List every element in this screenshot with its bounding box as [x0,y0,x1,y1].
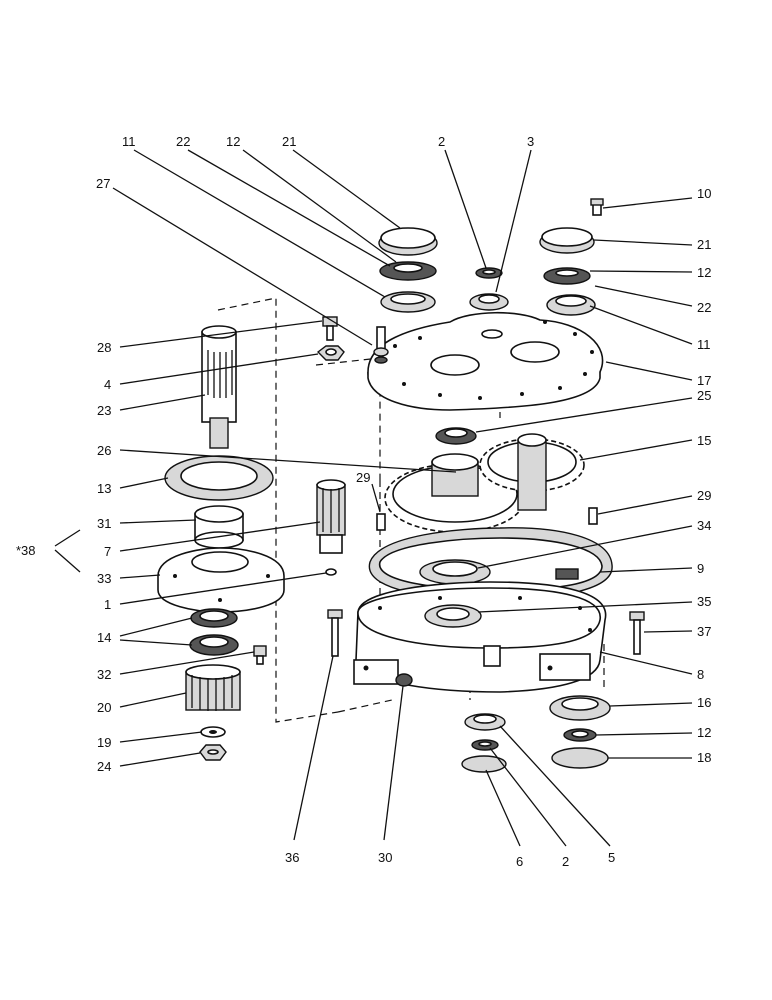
label-37: 37 [697,624,711,639]
label-3: 3 [527,134,534,149]
bearing-16 [549,695,611,721]
label-26: 26 [97,443,111,458]
breather-plug-30 [395,673,413,687]
gasket-13 [164,455,274,501]
bolt-36 [327,609,343,657]
label-15: 15 [697,433,711,448]
label-12-bottom: 12 [697,725,711,740]
screw-32 [253,645,267,665]
shaft-23 [201,325,237,449]
bearing-11-right [546,294,596,316]
label-34: 34 [697,518,711,533]
bearing-11-left [380,291,436,313]
label-22-right: 22 [697,300,711,315]
seal-cap-21-right [539,227,595,254]
bearing-5 [464,713,506,731]
label-8: 8 [697,667,704,682]
label-11-right: 11 [697,337,711,352]
label-7: 7 [104,544,111,559]
gear-15 [479,433,585,511]
label-16: 16 [697,695,711,710]
nut-4 [316,345,345,361]
bolt-28 [322,316,338,341]
bolt-27 [373,326,389,364]
label-32: 32 [97,667,111,682]
label-21-right: 21 [697,237,711,252]
pinion-gear-20 [185,664,241,711]
label-24: 24 [97,759,111,774]
label-27: 27 [96,176,110,191]
label-36: 36 [285,850,299,865]
dowel-29-left [376,513,386,531]
label-1: 1 [104,597,111,612]
washer-19 [200,726,226,738]
label-35: 35 [697,594,711,609]
label-21-top: 21 [282,134,296,149]
label-18: 18 [697,750,711,765]
label-31: 31 [97,516,111,531]
label-5: 5 [608,850,615,865]
label-12-top: 12 [226,134,240,149]
bolt-37 [629,611,645,655]
label-14: 14 [97,630,111,645]
label-19: 19 [97,735,111,750]
label-29-right: 29 [697,488,711,503]
label-17: 17 [697,373,711,388]
seal-cap-21-left [378,227,438,256]
label-38: *38 [16,543,36,558]
seal-25 [435,427,477,445]
label-29-left: 29 [356,470,370,485]
cover-plate-17 [367,311,604,411]
label-13: 13 [97,481,111,496]
label-33: 33 [97,571,111,586]
nut-24 [199,744,227,761]
label-12-right: 12 [697,265,711,280]
retainer-ring-12-left [379,261,437,281]
cap-screw-10 [590,198,604,216]
label-2-bottom: 2 [562,854,569,869]
snap-ring-2-bottom [471,739,499,751]
label-23: 23 [97,403,111,418]
o-ring-1 [325,568,337,576]
label-22-top: 22 [176,134,190,149]
cover-18 [551,747,609,769]
retainer-ring-12-right [543,267,591,285]
dowel-29-right [588,507,598,525]
label-9: 9 [697,561,704,576]
bearing-14-upper [190,608,238,628]
label-28: 28 [97,340,111,355]
part-labels: 11 22 12 21 2 3 27 10 21 12 22 11 17 25 … [16,134,711,869]
label-10: 10 [697,186,711,201]
label-20: 20 [97,700,111,715]
label-6: 6 [516,854,523,869]
label-4: 4 [104,377,111,392]
leader-lines [54,149,693,847]
pinion-shaft-7 [316,479,346,554]
label-30: 30 [378,850,392,865]
adapter-housing-33 [157,547,285,613]
label-11-top: 11 [122,134,136,149]
bearing-14-lower [189,634,239,656]
gear-case-8 [353,581,607,693]
retainer-ring-12-bottom [563,728,597,742]
label-25: 25 [697,388,711,403]
label-2-top: 2 [438,134,445,149]
bushing-31 [194,505,244,549]
seal-34 [419,559,491,585]
cap-6 [461,755,507,773]
snap-ring-2-top [475,267,503,279]
bearing-3-top [469,293,509,311]
